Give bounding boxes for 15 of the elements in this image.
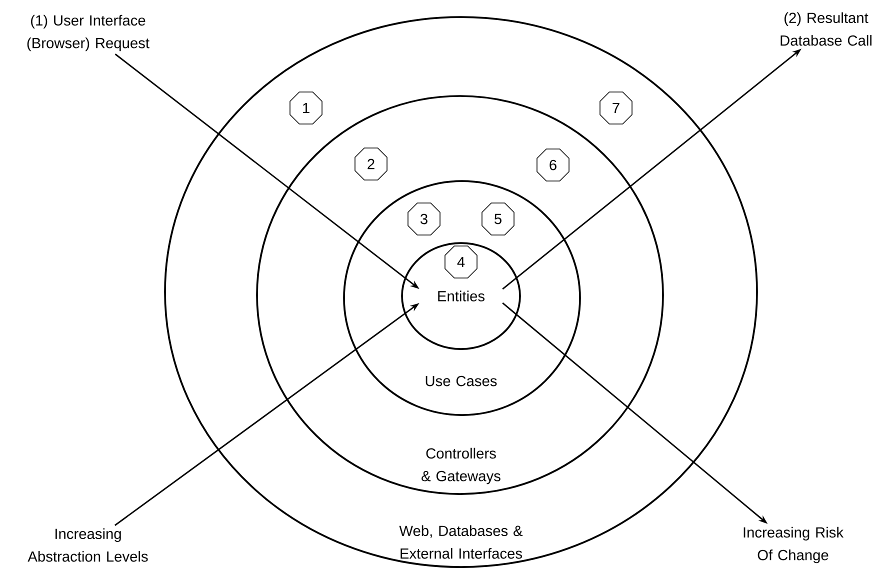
callout-number: 1 <box>290 92 322 124</box>
corner-label: (1) User Interface (Browser) Request <box>27 14 150 52</box>
callout-number: 6 <box>536 148 570 182</box>
callout-number: 3 <box>408 202 440 236</box>
layer-label: Use Cases <box>426 376 497 386</box>
callout-number: 7 <box>600 92 632 124</box>
callout-number: 4 <box>444 246 478 278</box>
callout-number: 2 <box>354 148 388 180</box>
corner-label: (2) Resultant Database Call <box>780 12 872 46</box>
layer-label: Web, Databases & External Interfaces <box>399 525 523 559</box>
corner-label: Increasing Abstraction Levels <box>28 528 148 562</box>
layer-label: Controllers & Gateways <box>422 448 500 484</box>
callout-number: 5 <box>482 202 514 236</box>
layer-label: Entities <box>438 290 484 302</box>
corner-label: Increasing Risk Of Change <box>744 526 844 564</box>
